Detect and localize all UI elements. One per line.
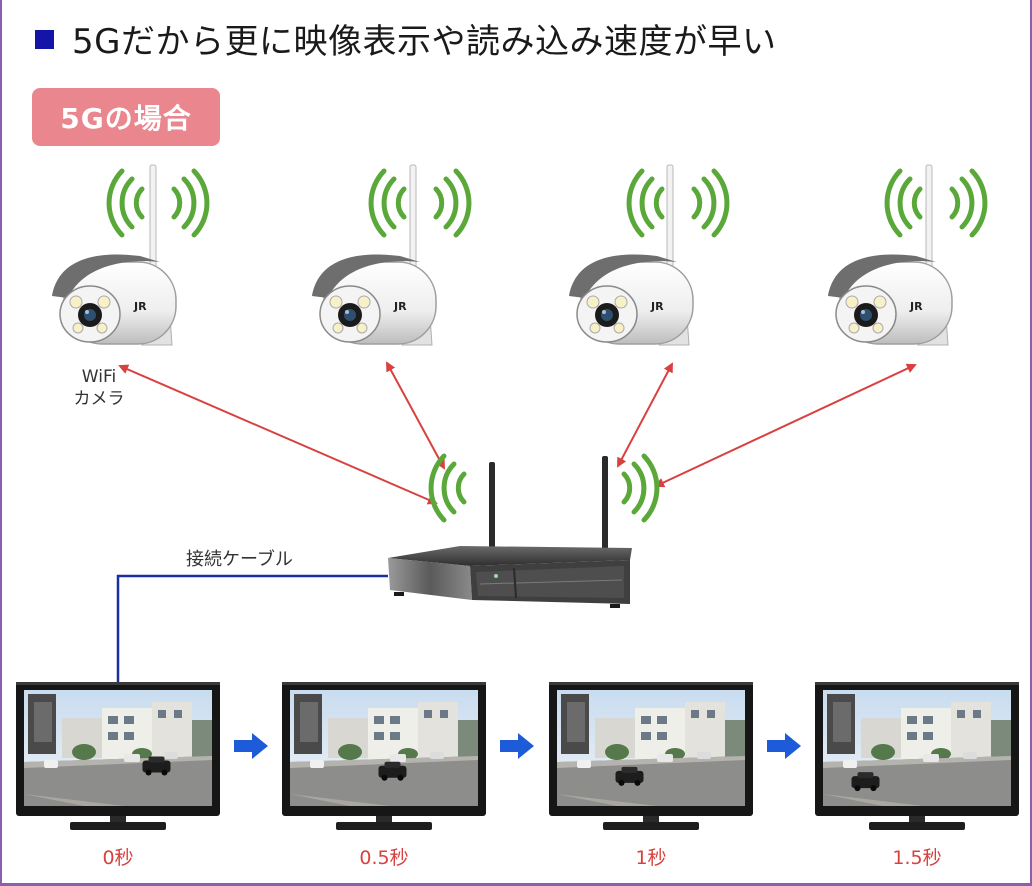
camera-label-line1: WiFi [81,367,117,387]
monitor-icon [282,682,486,830]
signal-waves-icon [887,171,985,235]
signal-waves-icon [428,453,467,523]
time-label-0: 0秒 [102,847,134,869]
signal-waves-icon [621,453,660,523]
monitor-icon [16,682,220,830]
link-camera-2 [386,361,445,470]
link-camera-4 [654,363,917,488]
wifi-camera-icon [51,164,177,346]
signal-waves-icon [109,171,207,235]
moving-car [851,772,880,792]
nvr-recorder-icon [388,456,632,608]
page-title: 5Gだから更に映像表示や読み込み速度が早い [72,22,777,62]
monitor-icon [815,682,1019,830]
cable-label: 接続ケーブル [186,549,293,570]
monitors [16,682,1019,830]
camera-label-line2: カメラ [73,389,125,409]
time-label-2: 1秒 [635,847,667,869]
link-camera-1 [118,364,438,505]
link-camera-3 [617,362,673,468]
right-arrow-icon [767,733,801,759]
connection-cable [116,574,388,684]
signal-waves-icon [629,171,727,235]
right-arrow-icon [234,733,268,759]
camera-label: WiFi カメラ [62,366,136,410]
monitor-icon [549,682,753,830]
scenario-badge: 5Gの場合 [32,88,220,146]
time-label-1: 0.5秒 [359,847,409,869]
moving-car [615,766,644,786]
moving-car [142,756,171,776]
signal-waves-icon [371,171,469,235]
moving-car [378,761,407,781]
header-bullet-square [35,30,54,49]
signal-links [118,361,917,505]
time-label-3: 1.5秒 [892,847,942,869]
right-arrow-icon [500,733,534,759]
